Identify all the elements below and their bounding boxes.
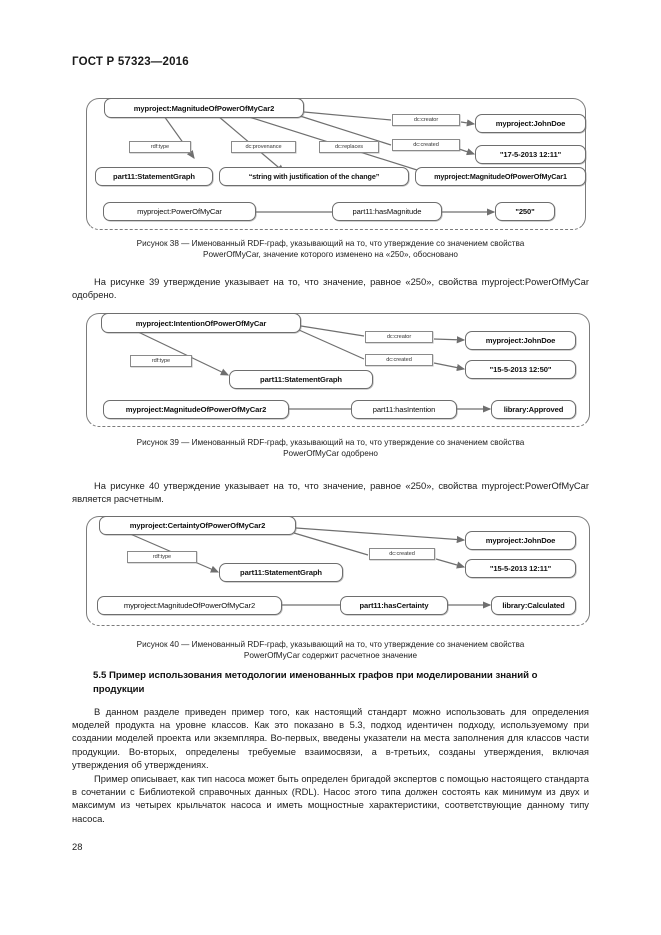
figure-39-node-subject: myproject:IntentionOfPowerOfMyCar (101, 313, 301, 333)
figure-38-node-created-value: "17-5-2013 12:11" (475, 145, 586, 164)
figure-38-edge-creator: dc:creator (392, 114, 460, 126)
figure-40-node-statement-predicate: part11:hasCertainty (340, 596, 448, 615)
paragraph-after-figure-38: На рисунке 39 утверждение указывает на т… (72, 275, 589, 301)
figure-40-node-statement-subject: myproject:MagnitudeOfPowerOfMyCar2 (97, 596, 282, 615)
figure-38-node-subject: myproject:MagnitudeOfPowerOfMyCar2 (104, 98, 304, 118)
figure-38-edge-type: rdf:type (129, 141, 191, 153)
paragraph-after-figure-38-text: На рисунке 39 утверждение указывает на т… (72, 276, 589, 301)
figure-40-node-created-value: "15-5-2013 12:11" (465, 559, 576, 578)
page-number: 28 (72, 841, 83, 852)
figure-40-edge-type: rdf:type (127, 551, 197, 563)
figure-39-caption-line1: Рисунок 39 — Именованный RDF-граф, указы… (136, 438, 525, 447)
section-heading-5-5: 5.5 Пример использования методологии име… (93, 670, 538, 695)
figure-38-edge-created: dc:created (392, 139, 460, 151)
figure-38-node-statement-object: "250" (495, 202, 555, 221)
figure-38-edge-provenance: dc:provenance (231, 141, 296, 153)
figure-38-node-replaces-value: myproject:MagnitudeOfPowerOfMyCar1 (415, 167, 586, 186)
figure-40-edge-created: dc:created (369, 548, 435, 560)
figure-40-node-statement-object: library:Calculated (491, 596, 576, 615)
figure-38-diagram: myproject:MagnitudeOfPowerOfMyCar2 dc:cr… (86, 92, 586, 232)
figure-40-caption-line2: PowerOfMyCar содержит расчетное значение (243, 651, 418, 660)
figure-39-node-creator-value: myproject:JohnDoe (465, 331, 576, 350)
figure-40-diagram: myproject:CertaintyOfPowerOfMyCar2 mypro… (86, 512, 590, 630)
section-body-paragraph-1: В данном разделе приведен пример того, к… (72, 705, 589, 771)
figure-38-node-type-value: part11:StatementGraph (95, 167, 213, 186)
figure-39-graph-frame (86, 313, 590, 427)
figure-38-edge-replaces: dc:replaces (319, 141, 379, 153)
figure-40-graph-frame (86, 516, 590, 626)
section-body-paragraph-2: Пример описывает, как тип насоса может б… (72, 772, 589, 825)
figure-39-caption: Рисунок 39 — Именованный RDF-граф, указы… (72, 437, 589, 459)
figure-38-graph-frame (86, 98, 586, 230)
figure-40-node-creator-value: myproject:JohnDoe (465, 531, 576, 550)
figure-40-node-type-value: part11:StatementGraph (219, 563, 343, 582)
figure-39-node-statement-object: library:Approved (491, 400, 576, 419)
figure-38-caption-line1: Рисунок 38 — Именованный RDF-граф, указы… (136, 239, 525, 248)
figure-40-caption-line1: Рисунок 40 — Именованный RDF-граф, указы… (136, 640, 525, 649)
paragraph-after-figure-39: На рисунке 40 утверждение указывает на т… (72, 479, 589, 505)
figure-39-node-statement-subject: myproject:MagnitudeOfPowerOfMyCar2 (103, 400, 289, 419)
figure-39-edge-created: dc:created (365, 354, 433, 366)
figure-39-node-statement-predicate: part11:hasIntention (351, 400, 457, 419)
section-body-paragraph-1-text: В данном разделе приведен пример того, к… (72, 706, 589, 770)
figure-39-node-type-value: part11:StatementGraph (229, 370, 373, 389)
standard-header: ГОСТ Р 57323—2016 (72, 56, 189, 68)
figure-38-caption: Рисунок 38 — Именованный RDF-граф, указы… (72, 238, 589, 260)
figure-38-node-provenance-value: “string with justification of the change… (219, 167, 409, 186)
figure-40-node-subject: myproject:CertaintyOfPowerOfMyCar2 (99, 516, 296, 535)
figure-39-edge-type: rdf:type (130, 355, 192, 367)
figure-38-caption-line2: PowerOfMyCar, значение которого изменено… (203, 250, 458, 259)
figure-38-node-creator-value: myproject:JohnDoe (475, 114, 586, 133)
section-body-paragraph-2-text: Пример описывает, как тип насоса может б… (72, 773, 589, 824)
figure-39-node-created-value: "15-5-2013 12:50" (465, 360, 576, 379)
figure-40-caption: Рисунок 40 — Именованный RDF-граф, указы… (72, 639, 589, 661)
figure-39-diagram: myproject:IntentionOfPowerOfMyCar dc:cre… (86, 308, 590, 430)
figure-39-edge-creator: dc:creator (365, 331, 433, 343)
figure-39-caption-line2: PowerOfMyCar одобрено (283, 449, 378, 458)
figure-38-node-statement-subject: myproject:PowerOfMyCar (103, 202, 256, 221)
figure-38-node-statement-predicate: part11:hasMagnitude (332, 202, 442, 221)
paragraph-after-figure-39-text: На рисунке 40 утверждение указывает на т… (72, 480, 589, 505)
